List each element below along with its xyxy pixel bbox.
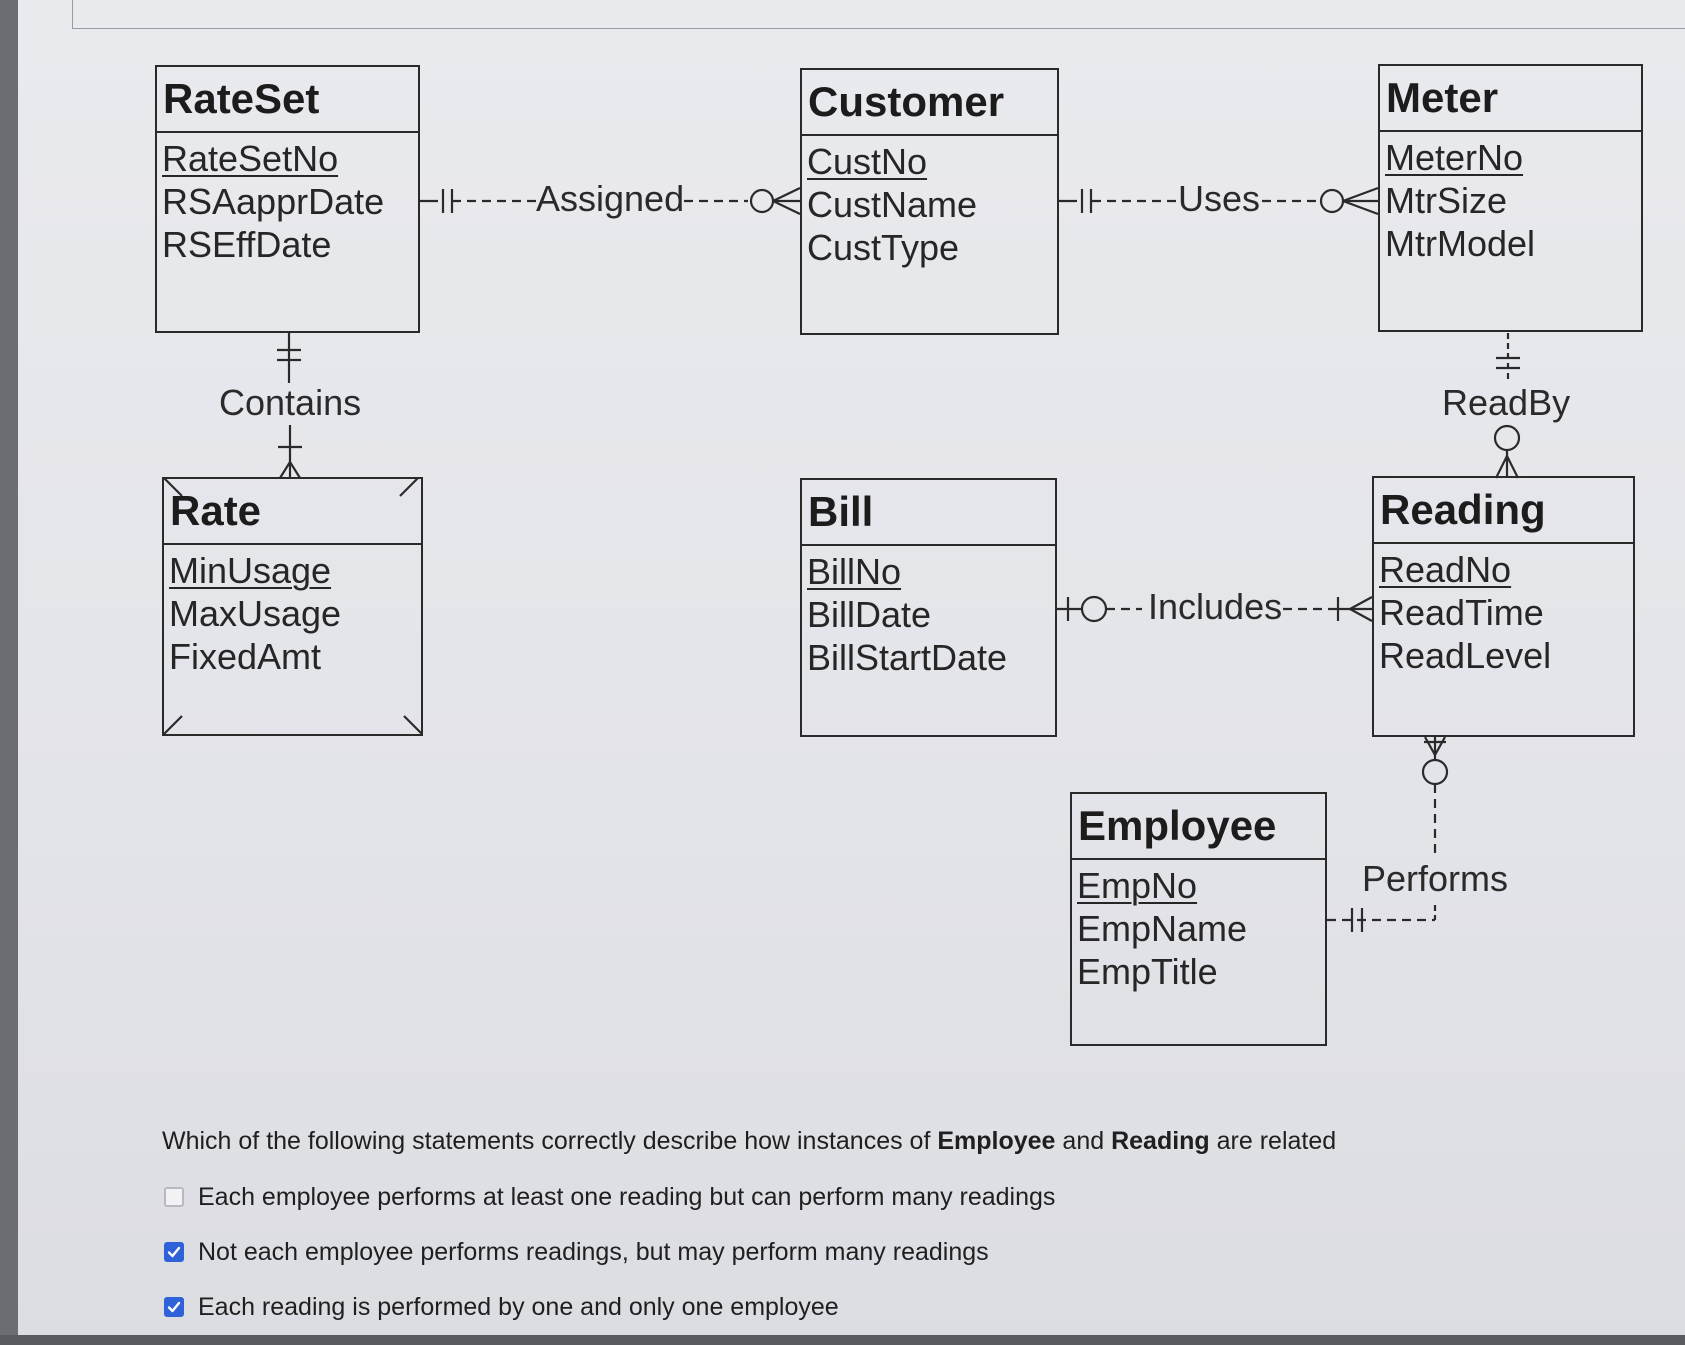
- question-text-after: are related: [1209, 1127, 1337, 1155]
- attribute: MtrSize: [1385, 180, 1508, 221]
- content-panel: [18, 0, 1685, 1335]
- checkbox-unchecked[interactable]: [164, 1187, 184, 1207]
- primary-key-attribute: MinUsage: [169, 550, 332, 591]
- er-diagram: [163, 186, 1521, 932]
- checkmark-icon: [167, 1246, 181, 1258]
- entity-title: Rate: [164, 479, 421, 545]
- entity-reading: Reading ReadNo ReadTime ReadLevel: [1372, 476, 1635, 737]
- answer-option-2[interactable]: Not each employee performs readings, but…: [164, 1237, 989, 1267]
- answer-option-3[interactable]: Each reading is performed by one and onl…: [164, 1292, 839, 1322]
- assigned-connector: [420, 187, 801, 215]
- screen-bezel-left: [0, 0, 18, 1345]
- primary-key-attribute: MeterNo: [1385, 137, 1524, 178]
- entity-customer: Customer CustNo CustName CustType: [800, 68, 1059, 335]
- relationship-label-performs: Performs: [1362, 858, 1509, 899]
- performs-connector: [1327, 736, 1449, 932]
- primary-key-attribute: CustNo: [807, 141, 928, 182]
- attribute: ReadTime: [1379, 592, 1544, 633]
- question-text-middle: and: [1055, 1127, 1112, 1155]
- contains-connector: [277, 333, 302, 479]
- entity-title: Reading: [1374, 478, 1633, 544]
- attribute: CustName: [807, 184, 978, 225]
- readby-connector: [1493, 333, 1521, 479]
- entity-rateset: RateSet RateSetNo RSAapprDate RSEffDate: [155, 65, 420, 333]
- rate-corner-marks: [163, 477, 423, 735]
- entity-title: RateSet: [157, 67, 418, 133]
- primary-key-attribute: RateSetNo: [162, 138, 339, 179]
- attribute: RSEffDate: [162, 224, 332, 265]
- entity-meter: Meter MeterNo MtrSize MtrModel: [1378, 64, 1643, 332]
- checkbox-checked[interactable]: [164, 1242, 184, 1262]
- attribute: BillStartDate: [807, 637, 1008, 678]
- answer-option-label: Not each employee performs readings, but…: [198, 1237, 989, 1266]
- answer-option-label: Each reading is performed by one and onl…: [198, 1292, 839, 1321]
- question-entity-a: Employee: [937, 1127, 1056, 1155]
- question-text-before: Which of the following statements correc…: [162, 1127, 938, 1155]
- screen-bezel-bottom: [0, 1335, 1685, 1345]
- entity-title: Meter: [1380, 66, 1641, 132]
- attribute: MtrModel: [1385, 223, 1536, 264]
- answer-option-label: Each employee performs at least one read…: [198, 1182, 1056, 1211]
- relationship-label-uses: Uses: [1178, 178, 1261, 219]
- entity-employee: Employee EmpNo EmpName EmpTitle: [1070, 792, 1327, 1046]
- primary-key-attribute: BillNo: [807, 551, 902, 592]
- entity-bill: Bill BillNo BillDate BillStartDate: [800, 478, 1057, 737]
- uses-connector: [1059, 186, 1379, 216]
- entity-title: Customer: [802, 70, 1057, 136]
- checkbox-checked[interactable]: [164, 1297, 184, 1317]
- entity-title: Employee: [1072, 794, 1325, 860]
- entity-rate: Rate MinUsage MaxUsage FixedAmt: [162, 477, 423, 736]
- relationship-label-includes: Includes: [1148, 586, 1283, 627]
- attribute: RSAapprDate: [162, 181, 385, 222]
- attribute: EmpName: [1077, 908, 1248, 949]
- primary-key-attribute: ReadNo: [1379, 549, 1512, 590]
- relationship-label-assigned: Assigned: [536, 178, 685, 219]
- entity-title: Bill: [802, 480, 1055, 546]
- primary-key-attribute: EmpNo: [1077, 865, 1198, 906]
- question-frame-edge: [72, 0, 1685, 29]
- attribute: BillDate: [807, 594, 932, 635]
- attribute: FixedAmt: [169, 636, 322, 677]
- checkmark-icon: [167, 1301, 181, 1313]
- answer-option-1[interactable]: Each employee performs at least one read…: [164, 1182, 1055, 1212]
- attribute: MaxUsage: [169, 593, 342, 634]
- question-entity-b: Reading: [1111, 1127, 1210, 1155]
- question-prompt: Which of the following statements correc…: [162, 1127, 1336, 1156]
- relationship-label-readby: ReadBy: [1442, 382, 1571, 423]
- relationship-label-contains: Contains: [219, 382, 362, 423]
- includes-connector: [1057, 595, 1373, 623]
- attribute: ReadLevel: [1379, 635, 1552, 676]
- attribute: CustType: [807, 227, 960, 268]
- attribute: EmpTitle: [1077, 951, 1218, 992]
